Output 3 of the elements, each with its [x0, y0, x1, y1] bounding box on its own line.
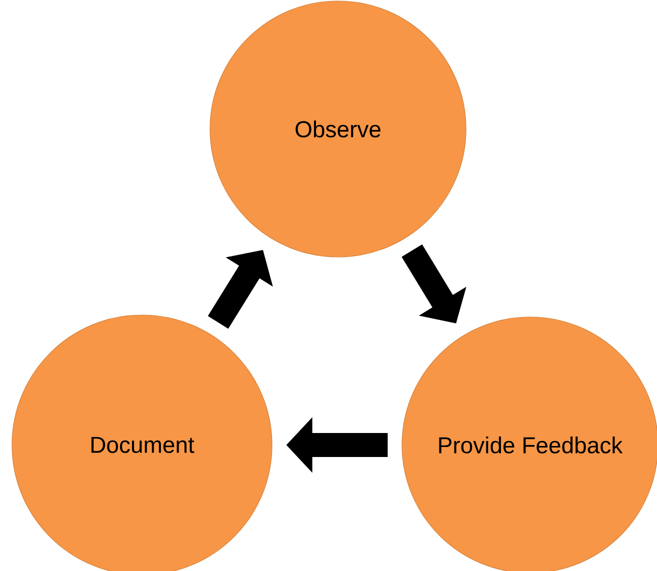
circle-node: Observe — [210, 0, 466, 258]
circle-node: Document — [12, 314, 272, 571]
circle-node: Provide Feedback — [402, 316, 657, 571]
